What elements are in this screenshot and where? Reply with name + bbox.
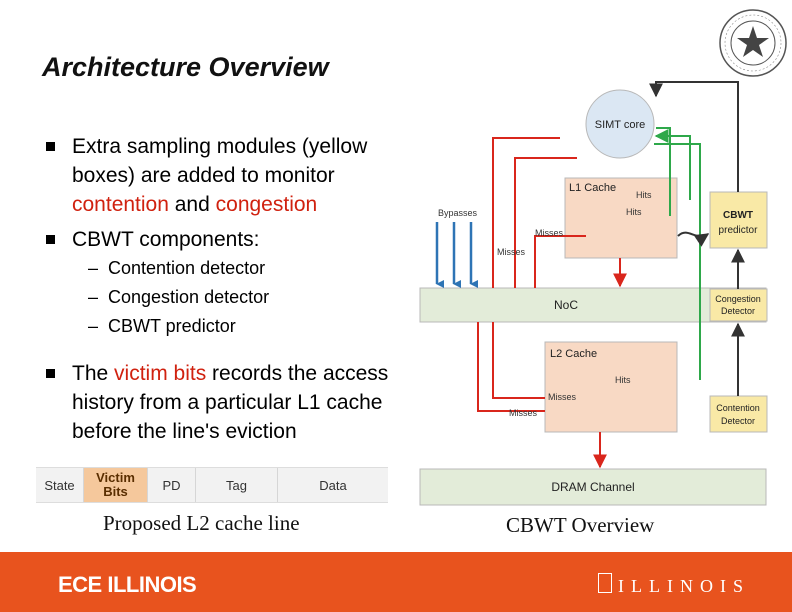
bypasses-label: Bypasses	[438, 208, 478, 218]
dram-channel-box	[419, 468, 767, 506]
simt-core-label: SIMT core	[595, 119, 646, 131]
l1-miss-path	[534, 235, 586, 288]
field-victim-bits: Victim Bits	[84, 468, 148, 502]
bullet-line: history from a particular L1 cache	[72, 391, 383, 414]
dram-channel-label: DRAM Channel	[551, 480, 634, 494]
cbwt-architecture-diagram: SIMT core L1 Cache CBWT predictor NoC Co…	[419, 81, 768, 506]
bullet-victim-bits: The victim bits records the access histo…	[46, 359, 446, 446]
misses-label: Misses	[548, 392, 577, 402]
sub-item-congestion: –Congestion detector	[88, 287, 270, 307]
bullet-cbwt-components: CBWT components:	[46, 225, 260, 254]
contention-detector-label: Contention	[716, 403, 760, 413]
congestion-detector-box	[709, 288, 768, 322]
misses-label: Misses	[509, 408, 538, 418]
bullet-extra-sampling: Extra sampling modules (yellow boxes) ar…	[46, 132, 426, 219]
bullet-square-icon	[46, 369, 55, 378]
congestion-detector-label: Detector	[721, 306, 755, 316]
field-data: Data	[319, 477, 347, 493]
contention-detector-label: Detector	[721, 416, 755, 426]
diagram-caption: CBWT Overview	[506, 513, 655, 537]
highlight-contention: contention	[72, 193, 169, 216]
sub-item-label: Contention detector	[108, 258, 266, 278]
hits-return-path	[654, 143, 701, 380]
cbwt-predictor-box	[709, 191, 768, 249]
bullet-line: before the line's eviction	[72, 420, 297, 443]
field-state: State	[36, 468, 84, 502]
l2-cache-box	[544, 341, 678, 433]
university-seal-icon	[719, 9, 787, 77]
l1-miss-path	[492, 137, 560, 288]
sub-item-contention: –Contention detector	[88, 258, 266, 278]
highlight-congestion: congestion	[215, 193, 318, 216]
footer-ece-illinois-logo: ECE ILLINOIS	[58, 572, 197, 597]
highlight-victim-bits: victim bits	[114, 362, 207, 385]
bullet-text: The	[72, 362, 115, 385]
bullet-line: CBWT components:	[72, 228, 260, 251]
cbwt-predictor-label: predictor	[719, 225, 759, 236]
sub-item-label: Congestion detector	[108, 287, 270, 307]
l1-miss-path	[514, 157, 577, 288]
illinois-block-i-icon	[598, 573, 612, 593]
bullet-square-icon	[46, 235, 55, 244]
contention-detector-box	[709, 395, 768, 433]
sub-item-predictor: –CBWT predictor	[88, 316, 236, 336]
noc-label: NoC	[554, 298, 578, 312]
field-tag: Tag	[196, 468, 278, 502]
hits-label: Hits	[615, 375, 631, 385]
bullet-square-icon	[46, 142, 55, 151]
l2-cache-line-fields: State Victim Bits PD Tag Data	[36, 467, 388, 503]
predictor-to-core-arrow	[649, 81, 739, 192]
hits-return-path	[654, 129, 691, 200]
bullet-line: Extra sampling modules (yellow	[72, 135, 368, 158]
hits-return-path	[656, 127, 671, 216]
l1-cache-box	[564, 177, 678, 259]
bullet-line: boxes) are added to monitor	[72, 164, 335, 187]
l2-cache-label: L2 Cache	[550, 348, 597, 360]
sub-item-label: CBWT predictor	[108, 316, 236, 336]
simt-core-circle	[585, 89, 655, 159]
bullet-text: and	[168, 193, 216, 216]
misses-label: Misses	[535, 228, 564, 238]
l1-to-predictor-arrow	[677, 231, 710, 247]
slide-title: Architecture Overview	[42, 52, 329, 82]
misses-label: Misses	[497, 247, 526, 257]
field-pd: PD	[148, 468, 196, 502]
congestion-detector-label: Congestion	[715, 294, 761, 304]
hits-label: Hits	[626, 207, 642, 217]
bullet-text: records the access	[206, 362, 389, 385]
l2-miss-path	[477, 322, 545, 412]
l1-cache-label: L1 Cache	[569, 182, 616, 194]
cache-line-caption: Proposed L2 cache line	[103, 511, 300, 535]
noc-box	[419, 287, 767, 323]
cbwt-predictor-label: CBWT	[723, 210, 753, 221]
footer-illinois-wordmark: ILLINOIS	[618, 576, 750, 596]
hits-label: Hits	[636, 190, 652, 200]
l2-miss-path	[492, 322, 545, 399]
footer-bar	[0, 552, 792, 612]
